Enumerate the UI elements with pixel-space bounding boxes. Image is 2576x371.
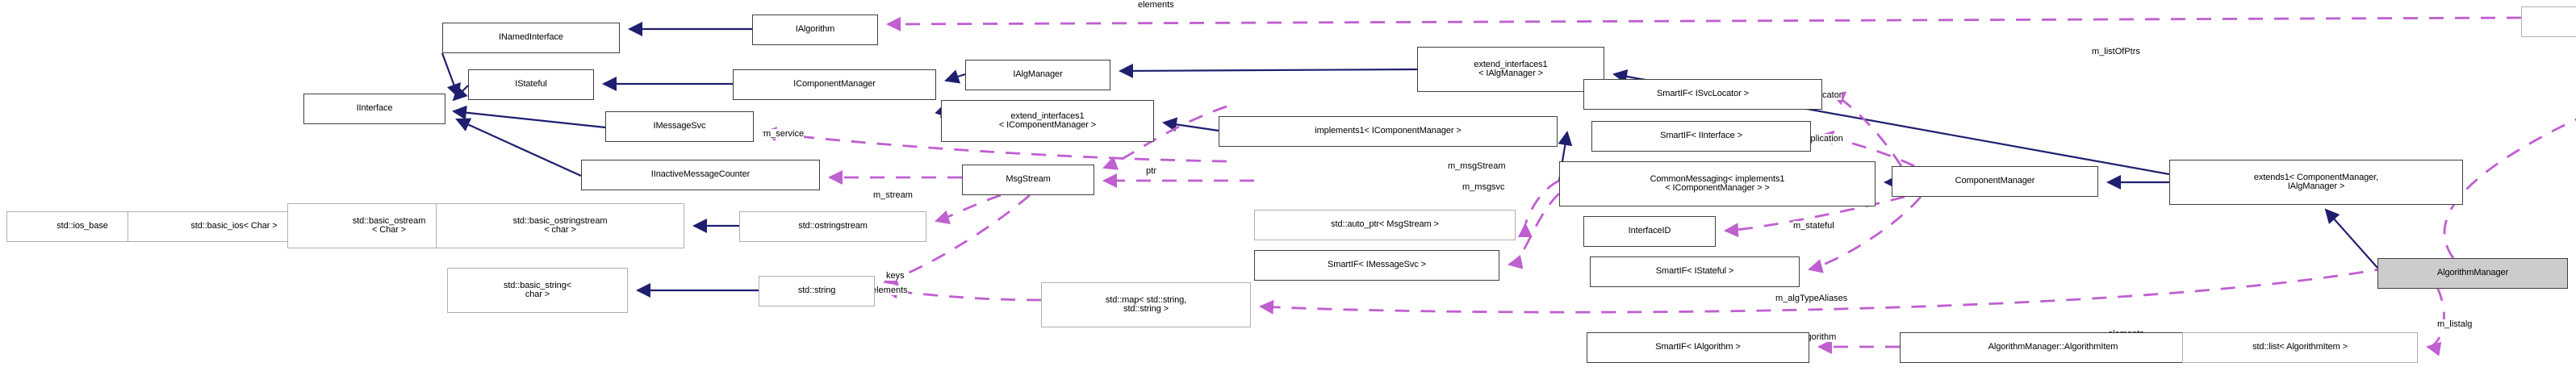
edge-label-msgstream: m_msgStream (1448, 161, 1506, 171)
class-node-iinterface[interactable]: IInterface (303, 94, 445, 124)
class-node-smartif_isvclocator[interactable]: SmartIF< ISvcLocator > (1583, 79, 1822, 110)
class-node-smartif_iinterface[interactable]: SmartIF< IInterface > (1591, 121, 1811, 152)
edge-label-ptr: ptr (1146, 166, 1156, 176)
edge-label-listalg: m_listalg (2437, 319, 2473, 329)
edge-label-elements_top: elements (1138, 0, 1174, 10)
class-node-msgstream[interactable]: MsgStream (962, 165, 1094, 195)
class-node-algorithmmanager[interactable]: AlgorithmManager (2377, 258, 2568, 289)
class-node-extends1[interactable]: extends1< ComponentManager, IAlgManager … (2169, 160, 2463, 205)
class-node-ialgmanager[interactable]: IAlgManager (965, 60, 1110, 90)
class-node-componentmanager[interactable]: ComponentManager (1892, 166, 2098, 197)
edge-label-listofptrs: m_listOfPtrs (2092, 47, 2140, 56)
class-node-smartif_ialgorithm[interactable]: SmartIF< IAlgorithm > (1587, 332, 1809, 363)
class-node-icomponentmanager[interactable]: IComponentManager (733, 69, 936, 100)
edge-label-stream: m_stream (873, 190, 913, 200)
class-node-extend_ialgmanager[interactable]: extend_interfaces1 < IAlgManager > (1417, 47, 1604, 92)
class-node-stdlist_ialgorithmptr[interactable]: std::list< IAlgorithm * > (2521, 6, 2576, 37)
class-node-basic_string[interactable]: std::basic_string< char > (447, 268, 628, 313)
class-node-commonmessaging[interactable]: CommonMessaging< implements1 < IComponen… (1559, 161, 1876, 206)
edge-label-service: m_service (763, 129, 805, 139)
class-node-istateful[interactable]: IStateful (468, 69, 594, 100)
class-node-imessagesvc[interactable]: IMessageSvc (605, 111, 754, 142)
class-node-extend_icm[interactable]: extend_interfaces1 < IComponentManager > (941, 100, 1154, 142)
edge-label-elements_mid: elements (872, 286, 908, 295)
class-node-stdlist_algitem[interactable]: std::list< AlgorithmItem > (2182, 332, 2418, 363)
edge-label-stateful: m_stateful (1793, 221, 1834, 231)
class-node-ialgorithm[interactable]: IAlgorithm (752, 15, 878, 45)
class-node-implements1_icm[interactable]: implements1< IComponentManager > (1219, 116, 1558, 147)
class-node-smartif_imessagesvc[interactable]: SmartIF< IMessageSvc > (1254, 250, 1499, 281)
class-node-stdmap_string[interactable]: std::map< std::string, std::string > (1041, 282, 1251, 327)
class-node-autoptr_msgstream[interactable]: std::auto_ptr< MsgStream > (1254, 210, 1516, 240)
edge-label-algtypealiases: m_algTypeAliases (1775, 294, 1848, 303)
class-node-stdstring[interactable]: std::string (759, 276, 875, 306)
class-node-ostringstream[interactable]: std::ostringstream (739, 211, 926, 242)
edge-label-keys: keys (886, 271, 905, 281)
class-node-inamedinterface[interactable]: INamedInterface (442, 23, 620, 53)
class-node-algitem[interactable]: AlgorithmManager::AlgorithmItem (1900, 332, 2206, 363)
edge-label-msgsvc: m_msgsvc (1462, 182, 1505, 192)
class-node-smartif_istateful[interactable]: SmartIF< IStateful > (1590, 256, 1800, 287)
class-node-iinactive[interactable]: IInactiveMessageCounter (581, 160, 820, 190)
inheritance-edges (128, 22, 2378, 298)
class-node-interfaceid[interactable]: InterfaceID (1583, 216, 1716, 247)
class-node-basic_ostringstream[interactable]: std::basic_ostringstream < char > (436, 203, 684, 248)
